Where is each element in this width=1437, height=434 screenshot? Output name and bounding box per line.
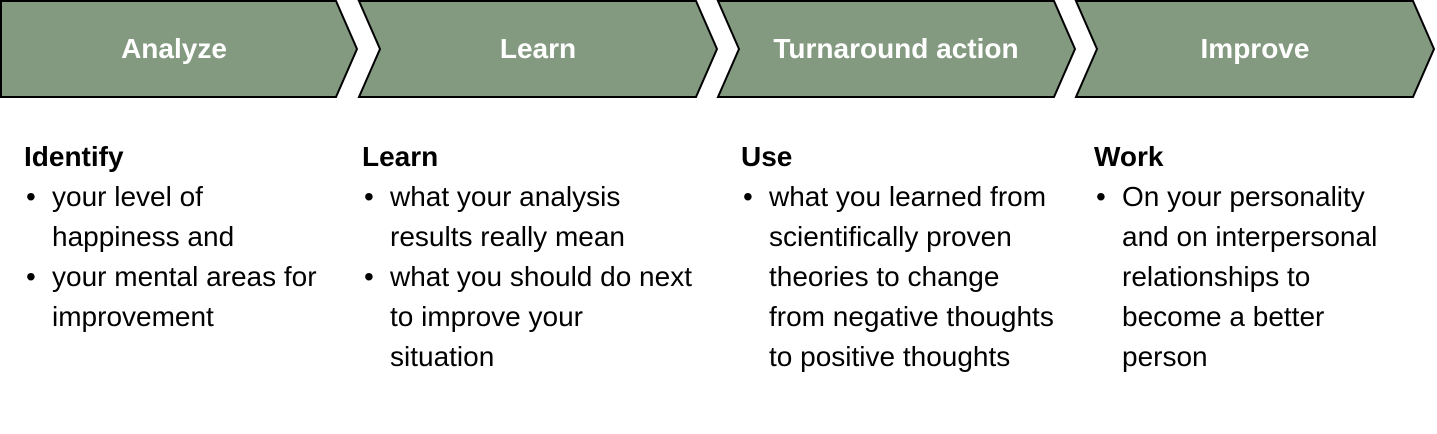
step-turnaround-bullets: what you learned from scientifically pro… (741, 177, 1061, 377)
step-analyze-bullets: your level of happiness and your mental … (24, 177, 324, 337)
bullet-item: your mental areas for improvement (24, 257, 324, 337)
step-improve-details: Work On your personality and on interper… (1094, 137, 1414, 377)
bullet-item: what your analysis results really mean (362, 177, 692, 257)
step-improve-bullets: On your personality and on interpersonal… (1094, 177, 1414, 377)
step-learn-bullets: what your analysis results really mean w… (362, 177, 692, 377)
chevron-turnaround-label: Turnaround action (773, 33, 1019, 64)
chevron-turnaround-shape (716, 0, 1077, 98)
bullet-item: On your personality and on interpersonal… (1094, 177, 1414, 377)
chevron-learn-label: Learn (499, 33, 577, 64)
chevron-improve-label: Improve (1200, 33, 1310, 64)
step-turnaround-details: Use what you learned from scientifically… (741, 137, 1061, 377)
chevron-learn-shape (357, 0, 719, 98)
bullet-item: what you learned from scientifically pro… (741, 177, 1061, 377)
step-learn-details: Learn what your analysis results really … (362, 137, 692, 377)
step-turnaround-heading: Use (741, 141, 793, 172)
chevron-analyze-label: Analyze (121, 33, 227, 64)
step-learn-heading: Learn (362, 141, 439, 172)
chevron-analyze-shape (0, 0, 359, 98)
step-analyze-heading: Identify (24, 141, 124, 172)
process-chevron-row: Analyze Learn Turnaround action Improve (0, 0, 1437, 100)
bullet-item: your level of happiness and (24, 177, 324, 257)
bullet-item: what you should do next to improve your … (362, 257, 692, 377)
chevron-improve-shape (1074, 0, 1436, 98)
chevron-shapes (0, 0, 1436, 98)
step-improve-heading: Work (1094, 141, 1164, 172)
step-analyze-details: Identify your level of happiness and you… (24, 137, 324, 337)
